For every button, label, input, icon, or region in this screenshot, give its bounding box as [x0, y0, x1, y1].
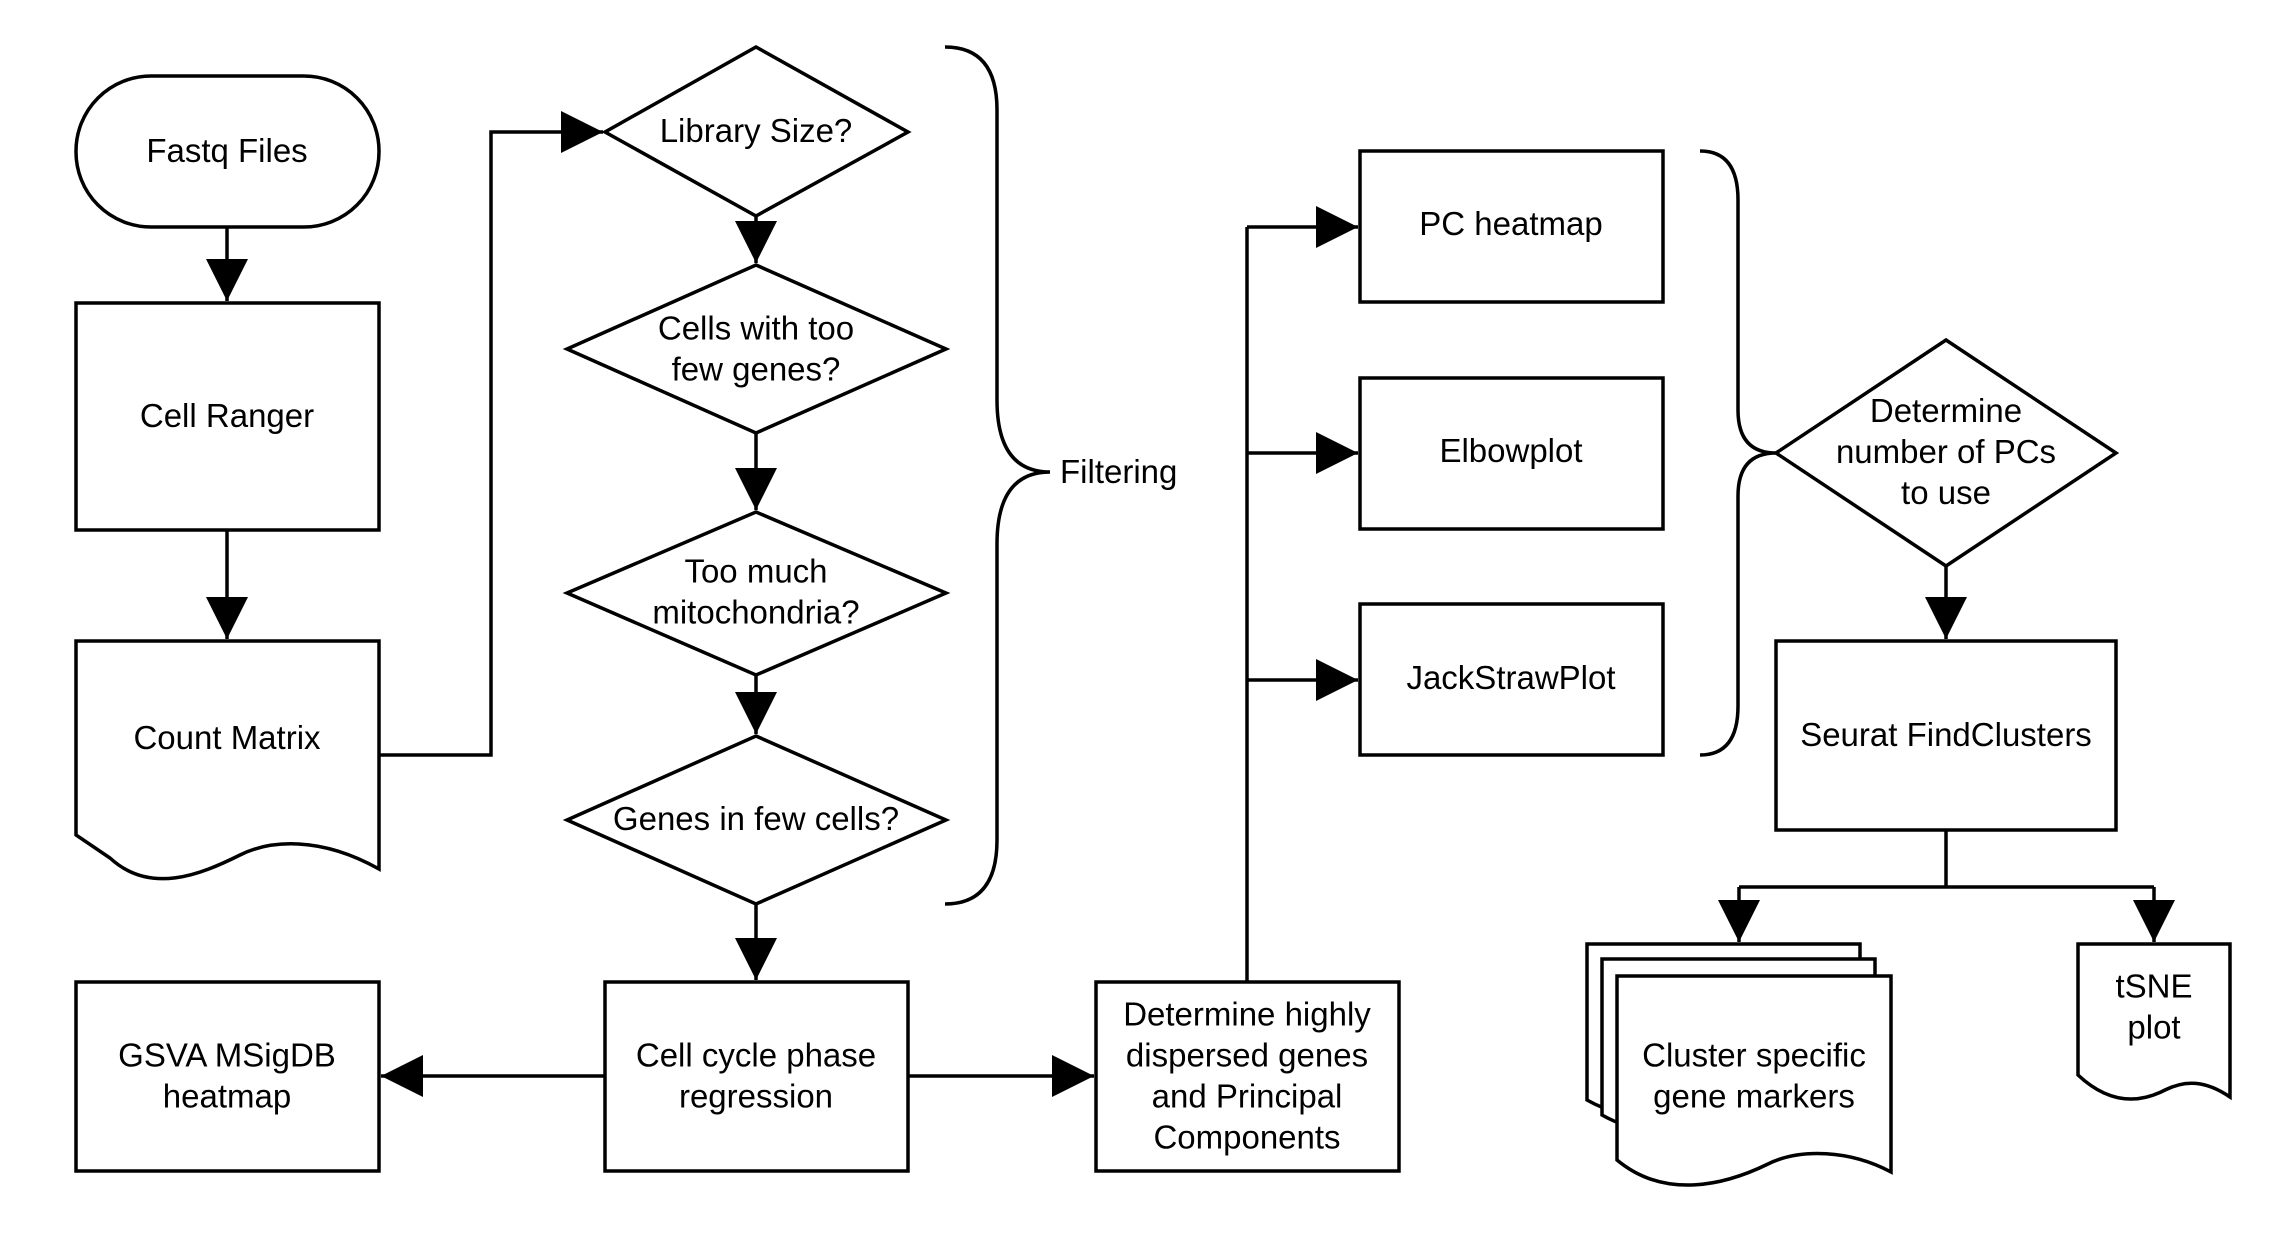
- node-genes-in-few-cells: Genes in few cells?: [562, 734, 951, 906]
- node-cell-ranger: Cell Ranger: [74, 301, 381, 532]
- label-line: to use: [1901, 474, 1991, 511]
- label-line: GSVA MSigDB: [118, 1037, 336, 1074]
- label-line: dispersed genes: [1126, 1037, 1368, 1074]
- node-count-matrix: Count Matrix: [74, 639, 381, 881]
- svg-text:Elbowplot: Elbowplot: [1439, 432, 1582, 469]
- node-fastq-files: Fastq Files: [74, 74, 381, 229]
- label-line: gene markers: [1653, 1078, 1855, 1115]
- node-cells-few-genes: Cells with too few genes?: [562, 263, 951, 435]
- brace-pc-tools: [1699, 149, 1777, 757]
- label-line: Determine: [1870, 392, 2022, 429]
- node-determine-num-pcs: Determine number of PCs to use: [1772, 337, 2120, 569]
- label-line: few genes?: [672, 351, 841, 388]
- label-line: Fastq Files: [146, 132, 307, 169]
- label-line: mitochondria?: [652, 594, 859, 631]
- label-line: Seurat FindClusters: [1800, 716, 2092, 753]
- label-line: Cell cycle phase: [636, 1037, 876, 1074]
- label-line: Cells with too: [658, 310, 854, 347]
- label-line: and Principal: [1152, 1078, 1343, 1115]
- label-line: Determine highly: [1123, 996, 1371, 1033]
- label-line: Elbowplot: [1439, 432, 1582, 469]
- svg-text:JackStrawPlot: JackStrawPlot: [1406, 659, 1615, 696]
- label-line: plot: [2127, 1009, 2180, 1046]
- svg-text:Library Size?: Library Size?: [660, 112, 853, 149]
- label-line: number of PCs: [1836, 433, 2056, 470]
- node-cell-cycle-regression: Cell cycle phase regression: [603, 980, 910, 1173]
- node-elbowplot: Elbowplot: [1358, 376, 1665, 531]
- label-line: Genes in few cells?: [613, 800, 899, 837]
- label-line: regression: [679, 1078, 833, 1115]
- brace-filtering: [944, 45, 1051, 906]
- label-line: Cell Ranger: [140, 397, 314, 434]
- label-line: tSNE: [2115, 968, 2192, 1005]
- label-line: Library Size?: [660, 112, 853, 149]
- label-line: JackStrawPlot: [1406, 659, 1615, 696]
- node-library-size: Library Size?: [601, 44, 912, 219]
- label-line: heatmap: [163, 1078, 291, 1115]
- label-line: Cluster specific: [1642, 1037, 1866, 1074]
- svg-text:Genes in few cells?: Genes in few cells?: [613, 800, 899, 837]
- connector-findclusters-split: [1739, 830, 2154, 889]
- label-line: Too much: [684, 553, 827, 590]
- label-line: Count Matrix: [133, 719, 321, 756]
- label-line: PC heatmap: [1419, 205, 1602, 242]
- svg-text:Seurat FindClusters: Seurat FindClusters: [1800, 716, 2092, 753]
- node-dispersed-genes-pcs: Determine highly dispersed genes and Princ…: [1094, 980, 1401, 1173]
- node-gsva-heatmap: GSVA MSigDB heatmap: [74, 980, 381, 1173]
- svg-text:Fastq Files: Fastq Files: [146, 132, 307, 169]
- node-too-much-mitochondria: Too much mitochondria?: [562, 510, 951, 677]
- svg-text:PC heatmap: PC heatmap: [1419, 205, 1602, 242]
- svg-text:Count Matrix: Count Matrix: [133, 719, 321, 756]
- label-line: Components: [1153, 1119, 1340, 1156]
- svg-text:Cell Ranger: Cell Ranger: [140, 397, 314, 434]
- node-tsne-plot: tSNE plot: [2076, 942, 2232, 1101]
- node-pc-heatmap: PC heatmap: [1358, 149, 1665, 304]
- node-cluster-gene-markers: Cluster specific gene markers: [1585, 942, 1893, 1187]
- node-seurat-findclusters: Seurat FindClusters: [1774, 639, 2118, 832]
- brace-filtering-label: Filtering: [1060, 453, 1177, 490]
- node-jackstrawplot: JackStrawPlot: [1358, 602, 1665, 757]
- arrow-countmatrix-to-librarysize: [379, 111, 603, 757]
